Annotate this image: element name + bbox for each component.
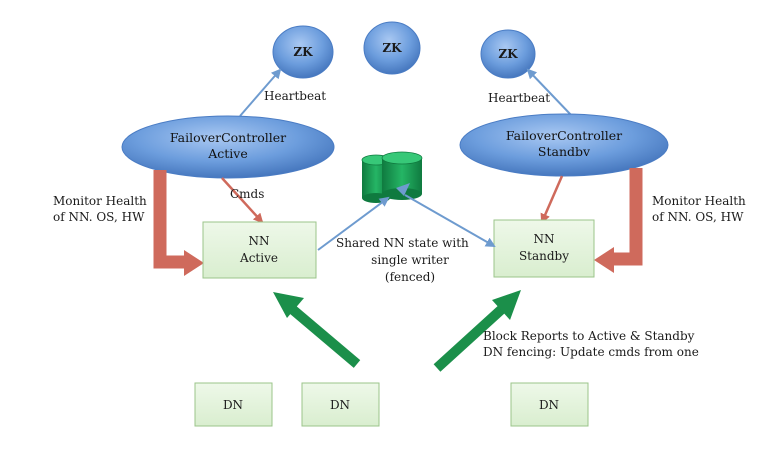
- shared-state-arrowhead-top: [396, 183, 410, 196]
- datanode-2: DN: [301, 382, 380, 427]
- monitor-left-line1: Monitor Health: [53, 194, 147, 208]
- dn-2-label: DN: [330, 398, 350, 412]
- monitor-right-line1: Monitor Health: [652, 194, 746, 208]
- zk-node-right: ZK: [480, 29, 536, 79]
- zk-node-left: ZK: [272, 25, 334, 79]
- monitor-left-line2: of NN. OS, HW: [53, 210, 145, 224]
- failover-controller-active: FailoverController Active: [121, 115, 335, 179]
- shared-state-line1: Shared NN state with: [336, 236, 469, 250]
- nn-active-line2: Active: [239, 251, 278, 265]
- shared-state-line3: (fenced): [385, 270, 435, 284]
- namenode-standby: NN Standby: [493, 219, 595, 278]
- monitor-right-line2: of NN. OS, HW: [652, 210, 744, 224]
- datanode-3: DN: [510, 382, 589, 427]
- heartbeat-left-label: Heartbeat: [264, 89, 326, 103]
- dn-3-label: DN: [539, 398, 559, 412]
- fc-standby-line2: Standbv: [538, 144, 591, 159]
- fc-active-line2: Active: [207, 146, 248, 161]
- dn-1-label: DN: [223, 398, 243, 412]
- block-report-arrow-right: [433, 290, 521, 372]
- zk-right-label: ZK: [498, 47, 518, 61]
- datanode-1: DN: [194, 382, 273, 427]
- nn-standby-line1: NN: [534, 232, 555, 246]
- shared-state-line2: single writer: [371, 253, 449, 267]
- cmds-label: Cmds: [230, 187, 264, 201]
- heartbeat-arrow-left: [239, 68, 282, 117]
- zk-center-label: ZK: [382, 41, 402, 55]
- shared-storage-icon: [361, 151, 423, 203]
- cmds-arrow-standby: [540, 175, 564, 224]
- shared-state-arrow-active: [317, 196, 390, 251]
- cmds-arrow-active: [221, 177, 264, 224]
- shared-state-arrow-standby: [404, 194, 496, 247]
- heartbeat-right-label: Heartbeat: [488, 91, 550, 105]
- fc-active-line1: FailoverController: [170, 130, 286, 145]
- block-report-arrow-left: [273, 292, 361, 368]
- namenode-active: NN Active: [202, 221, 317, 279]
- block-reports-line1: Block Reports to Active & Standby: [483, 329, 695, 343]
- failover-controller-standby: FailoverController Standbv: [459, 113, 669, 177]
- zk-left-label: ZK: [293, 45, 313, 59]
- nn-active-line1: NN: [249, 234, 270, 248]
- zk-node-center: ZK: [363, 21, 421, 75]
- fc-standby-line1: FailoverController: [506, 128, 622, 143]
- nn-standby-line2: Standby: [519, 249, 569, 263]
- block-reports-line2: DN fencing: Update cmds from one: [483, 345, 699, 359]
- monitor-health-arrow-left: [153, 170, 204, 276]
- heartbeat-arrow-right: [526, 68, 573, 117]
- monitor-health-arrow-right: [594, 168, 643, 273]
